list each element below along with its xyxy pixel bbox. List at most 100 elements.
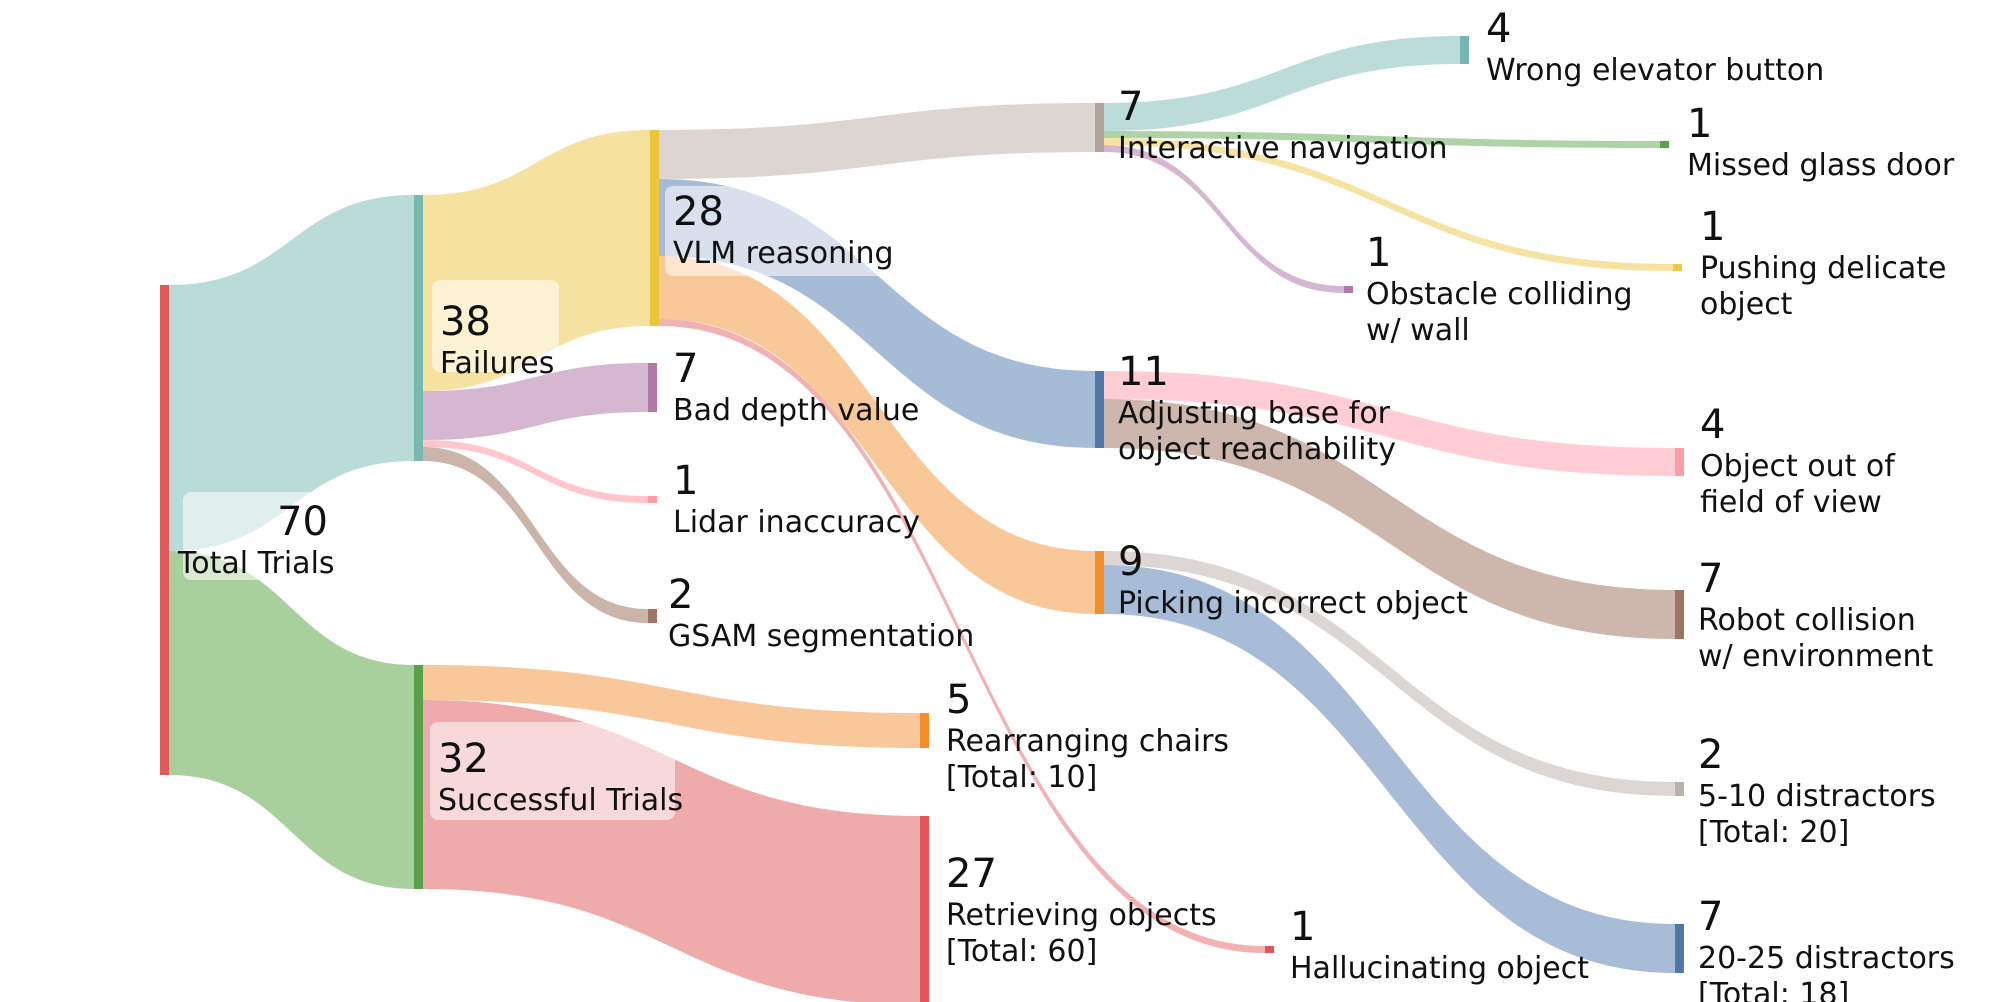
node-bar-elevator [1460, 36, 1469, 64]
node-count: 9 [1118, 539, 1143, 585]
node-name-line: Missed glass door [1687, 148, 1955, 183]
node-label-d2025: 720-25 distractors[Total: 18] [1698, 894, 1955, 1002]
node-count: 5 [946, 677, 971, 723]
node-count: 2 [1698, 732, 1723, 778]
node-name-line: Pushing delicate [1700, 251, 1946, 286]
node-count: 4 [1486, 6, 1511, 52]
node-bar-halluc [1265, 946, 1274, 953]
node-name-line: Object out of [1700, 449, 1896, 484]
node-count: 32 [438, 736, 489, 782]
node-bar-interactive [1095, 103, 1104, 152]
node-name-line: w/ environment [1698, 639, 1933, 674]
node-bar-gsam [648, 609, 657, 623]
node-label-d510: 25-10 distractors[Total: 20] [1698, 732, 1936, 850]
label-background [432, 280, 559, 372]
label-background [183, 492, 341, 580]
node-bar-glass [1660, 141, 1669, 148]
node-count: 1 [1687, 101, 1712, 147]
node-name-line: 20-25 distractors [1698, 941, 1955, 976]
node-bar-failures [414, 195, 423, 461]
node-count: 7 [1698, 894, 1723, 940]
node-name-line: Total Trials [177, 546, 335, 581]
node-bar-adjusting [1095, 371, 1104, 448]
node-bar-pushing [1673, 264, 1682, 271]
link-failures-to-depth [423, 363, 648, 440]
node-count: 2 [668, 572, 693, 618]
link-adjusting-to-outofview [1104, 371, 1675, 476]
node-bar-retrieving [920, 816, 929, 1002]
link-failures-to-gsam [423, 447, 648, 623]
node-count: 7 [1698, 556, 1723, 602]
link-picking-to-d2025 [1104, 565, 1675, 973]
node-name-line: 5-10 distractors [1698, 779, 1936, 814]
link-interactive-to-pushing [1104, 138, 1673, 271]
node-count: 1 [1290, 904, 1315, 950]
node-name-line: [Total: 18] [1698, 977, 1849, 1002]
node-bar-obstacle [1344, 286, 1353, 293]
node-name-line: Rearranging chairs [946, 724, 1229, 759]
node-bar-depth [648, 363, 657, 412]
node-bar-d510 [1675, 782, 1684, 796]
label-background [665, 186, 895, 276]
link-adjusting-to-collision [1104, 399, 1675, 639]
node-name-line: Successful Trials [438, 783, 683, 818]
node-bar-d2025 [1675, 924, 1684, 973]
link-interactive-to-glass [1104, 131, 1660, 148]
node-name-line: Picking incorrect object [1118, 586, 1468, 621]
node-count: 7 [673, 346, 698, 392]
node-bar-vlm [650, 130, 659, 326]
node-name-line: Robot collision [1698, 603, 1916, 638]
node-name-line: [Total: 60] [946, 934, 1097, 969]
link-vlm-to-halluc [659, 319, 1265, 953]
node-name-line: Lidar inaccuracy [673, 505, 920, 540]
node-count: 1 [673, 458, 698, 504]
link-successful-to-chairs [423, 665, 920, 748]
node-count: 27 [946, 851, 997, 897]
link-picking-to-d510 [1104, 551, 1675, 796]
node-count: 38 [440, 299, 491, 345]
flow-nodes [160, 36, 1684, 1002]
link-total-to-failures [169, 195, 414, 551]
node-name-line: Bad depth value [673, 393, 919, 428]
node-count: 70 [277, 499, 328, 545]
node-count: 1 [1366, 230, 1391, 276]
label-background [430, 722, 675, 820]
node-name-line: Hallucinating object [1290, 951, 1589, 986]
link-vlm-to-interactive [659, 103, 1095, 179]
link-interactive-to-obstacle [1104, 145, 1344, 293]
node-name-line: Wrong elevator button [1486, 53, 1824, 88]
node-count: 28 [673, 189, 724, 235]
node-name-line: object [1700, 287, 1793, 322]
node-bar-total [160, 285, 169, 775]
node-name-line: Adjusting base for [1118, 396, 1391, 431]
node-bar-chairs [920, 713, 929, 748]
node-bar-lidar [648, 496, 657, 503]
node-name-line: object reachability [1118, 432, 1396, 467]
link-interactive-to-elevator [1104, 36, 1460, 131]
node-name-line: field of view [1700, 485, 1882, 520]
node-bar-collision [1675, 590, 1684, 639]
node-count: 11 [1118, 349, 1169, 395]
node-name-line: GSAM segmentation [668, 619, 974, 654]
node-count: 7 [1118, 84, 1143, 130]
node-name-line: Failures [440, 346, 554, 381]
node-name-line: [Total: 20] [1698, 815, 1849, 850]
node-name-line: w/ wall [1366, 313, 1470, 348]
node-bar-outofview [1675, 448, 1684, 476]
node-name-line: VLM reasoning [673, 236, 894, 271]
flow-links [169, 36, 1675, 1002]
node-count: 4 [1700, 402, 1725, 448]
node-bar-picking [1095, 551, 1104, 614]
